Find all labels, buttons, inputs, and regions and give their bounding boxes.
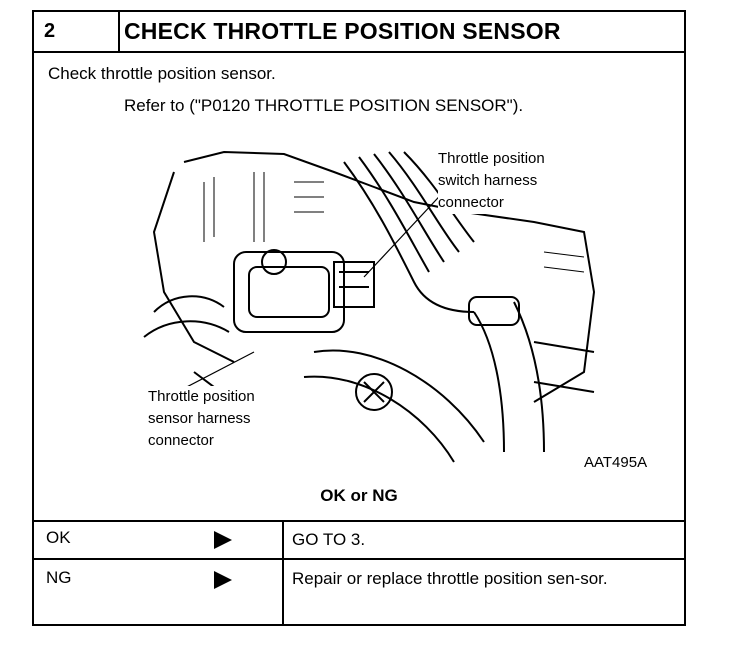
callout-line: Throttle position	[438, 150, 545, 167]
figure-id: AAT495A	[584, 454, 648, 471]
callout-line: Throttle position	[148, 388, 255, 405]
step-header: 2 CHECK THROTTLE POSITION SENSOR	[34, 12, 684, 53]
engine-illustration	[143, 150, 596, 463]
result-label: NG	[46, 568, 72, 587]
arrow-right-icon	[214, 571, 232, 589]
callout-line: connector	[148, 432, 214, 449]
instruction-text: Check throttle position sensor.	[48, 64, 276, 83]
callout-sensor-connector: Throttle position sensor harness connect…	[148, 386, 298, 452]
callout-switch-connector: Throttle position switch harness connect…	[438, 148, 588, 214]
result-action: GO TO 3.	[282, 522, 674, 558]
procedure-box: 2 CHECK THROTTLE POSITION SENSOR Check t…	[32, 10, 686, 626]
step-title: CHECK THROTTLE POSITION SENSOR	[124, 18, 561, 44]
reference-text: Refer to ("P0120 THROTTLE POSITION SENSO…	[124, 96, 524, 115]
step-number: 2	[34, 12, 120, 51]
callout-line: connector	[438, 194, 504, 211]
decision-label: OK or NG	[320, 486, 398, 505]
table-row-ng: NG Repair or replace throttle position s…	[34, 558, 684, 626]
callout-line: sensor harness	[148, 410, 251, 427]
arrow-right-icon	[214, 531, 232, 549]
result-label: OK	[46, 528, 71, 547]
table-row-ok: OK GO TO 3.	[34, 520, 684, 558]
result-action: Repair or replace throttle position sen-…	[282, 560, 674, 626]
callout-line: switch harness	[438, 172, 538, 189]
